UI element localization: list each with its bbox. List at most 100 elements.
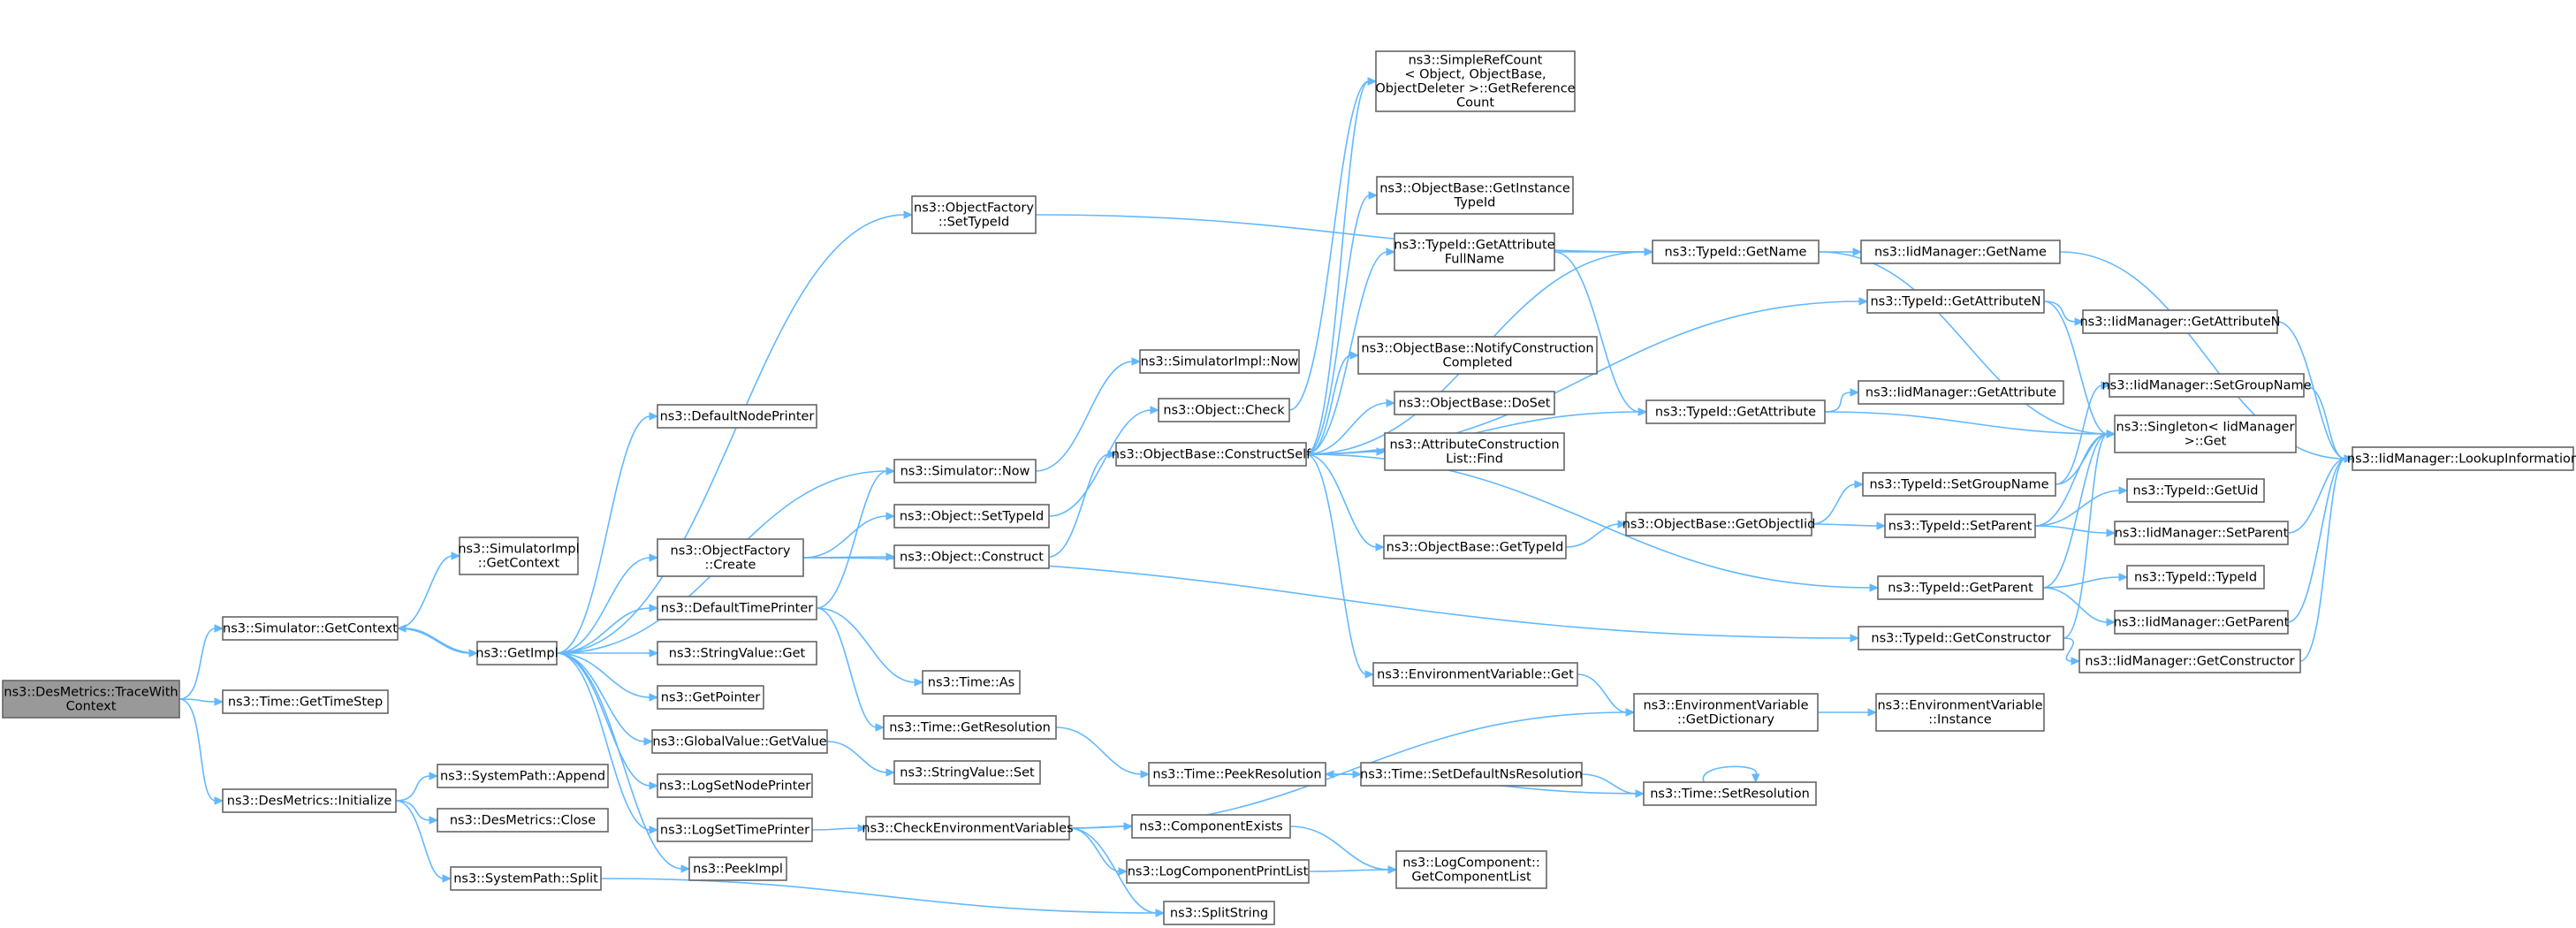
graph-node[interactable]: ns3::TypeId::GetAttribute xyxy=(1645,399,1826,424)
graph-node[interactable]: ns3::TypeId::GetUid xyxy=(2126,478,2265,503)
graph-node[interactable]: ns3::SimulatorImpl::GetContext xyxy=(458,536,580,575)
edge-line xyxy=(1305,80,1370,455)
graph-edge xyxy=(2042,587,2116,627)
graph-node[interactable]: ns3::TypeId::TypeId xyxy=(2126,565,2265,590)
graph-node[interactable]: ns3::TypeId::GetName xyxy=(1652,240,1820,264)
node-label: ns3::IidManager::GetParent xyxy=(2114,616,2290,630)
node-box xyxy=(1131,814,1291,839)
edge-arrowhead xyxy=(1644,247,1654,256)
graph-node[interactable]: ns3::Simulator::Now xyxy=(893,459,1037,483)
graph-edge xyxy=(2034,430,2116,527)
graph-node[interactable]: ns3::Object::Check xyxy=(1158,398,1290,422)
graph-node[interactable]: ns3::Singleton< IidManager >::Get xyxy=(2114,415,2297,453)
graph-node[interactable]: ns3::ObjectBase::ConstructSelf xyxy=(1112,442,1311,467)
graph-node[interactable]: ns3::TypeId::SetParent xyxy=(1884,513,2036,538)
graph-node[interactable]: ns3::Time::SetDefaultNsResolution xyxy=(1360,762,1583,787)
graph-node[interactable]: ns3::CheckEnvironmentVariables xyxy=(862,816,1074,841)
graph-edge xyxy=(811,824,868,833)
graph-node[interactable]: ns3::IidManager::GetAttribute xyxy=(1858,380,2064,405)
node-label: Count xyxy=(1456,96,1494,110)
edge-line xyxy=(1811,483,1857,525)
edge-arrowhead xyxy=(429,816,439,825)
graph-node[interactable]: ns3::DesMetrics::Initialize xyxy=(222,788,397,813)
node-box xyxy=(657,404,817,429)
node-label: ::GetContext xyxy=(478,557,560,571)
graph-node[interactable]: ns3::SystemPath::Append xyxy=(437,764,609,788)
graph-node[interactable]: ns3::DefaultTimePrinter xyxy=(657,596,817,620)
edge-line xyxy=(1305,402,1388,455)
edge-arrowhead xyxy=(1850,634,1860,643)
edge-line xyxy=(1702,765,1758,783)
graph-node[interactable]: ns3::Time::As xyxy=(922,670,1021,695)
graph-node[interactable]: ns3::Time::SetResolution xyxy=(1643,781,1817,806)
edge-arrowhead xyxy=(1876,521,1887,530)
graph-node[interactable]: ns3::EnvironmentVariable::GetDictionary xyxy=(1633,693,1819,732)
edge-arrowhead xyxy=(680,864,691,873)
graph-node[interactable]: ns3::ObjectBase::NotifyConstructionCompl… xyxy=(1357,336,1598,375)
node-box xyxy=(657,538,804,577)
edge-arrowhead xyxy=(1123,822,1134,831)
node-label: ns3::Time::PeekResolution xyxy=(1152,768,1321,782)
graph-node[interactable]: ns3::Time::GetResolution xyxy=(883,715,1057,740)
edge-line xyxy=(1035,361,1134,472)
graph-node[interactable]: ns3::IidManager::SetParent xyxy=(2114,521,2289,545)
graph-node[interactable]: ns3::LogComponent::GetComponentList xyxy=(1395,850,1547,889)
graph-node[interactable]: ns3::ObjectFactory::Create xyxy=(657,538,804,577)
graph-node[interactable]: ns3::SplitString xyxy=(1163,901,1275,925)
edge-line xyxy=(556,652,683,870)
graph-node[interactable]: ns3::ComponentExists xyxy=(1131,814,1291,839)
graph-node[interactable]: ns3::SimpleRefCount< Object, ObjectBase,… xyxy=(1375,50,1576,112)
graph-node[interactable]: ns3::Object::Construct xyxy=(893,544,1050,569)
graph-node[interactable]: ns3::LogSetTimePrinter xyxy=(657,818,813,842)
graph-edge xyxy=(2034,525,2116,537)
graph-node[interactable]: ns3::LogSetNodePrinter xyxy=(657,773,813,798)
node-box xyxy=(1884,513,2036,538)
graph-node[interactable]: ns3::DesMetrics::Close xyxy=(437,808,609,833)
graph-node[interactable]: ns3::GlobalValue::GetValue xyxy=(651,729,828,754)
graph-node[interactable]: ns3::ObjectBase::DoSet xyxy=(1394,391,1555,415)
graph-node[interactable]: ns3::IidManager::GetName xyxy=(1860,240,2061,264)
graph-node[interactable]: ns3::EnvironmentVariable::Get xyxy=(1372,662,1578,687)
graph-node[interactable]: ns3::StringValue::Set xyxy=(893,760,1041,785)
graph-node[interactable]: ns3::GetPointer xyxy=(657,685,764,710)
graph-node[interactable]: ns3::IidManager::SetGroupName xyxy=(2101,373,2312,398)
graph-node[interactable]: ns3::Time::GetTimeStep xyxy=(222,689,389,714)
graph-node[interactable]: ns3::IidManager::LookupInformation xyxy=(2347,446,2576,471)
graph-node[interactable]: ns3::Simulator::GetContext xyxy=(222,616,399,641)
graph-node[interactable]: ns3::LogComponentPrintList xyxy=(1126,859,1310,884)
graph-node[interactable]: ns3::ObjectFactory::SetTypeId xyxy=(911,195,1037,234)
graph-node[interactable]: ns3::IidManager::GetAttributeN xyxy=(2079,309,2281,334)
node-box xyxy=(1862,472,2056,497)
node-box xyxy=(2114,610,2289,635)
graph-node[interactable]: ns3::TypeId::GetAttributeN xyxy=(1866,289,2045,314)
graph-node[interactable]: ns3::DefaultNodePrinter xyxy=(657,404,817,429)
graph-node[interactable]: ns3::EnvironmentVariable::Instance xyxy=(1875,693,2045,732)
graph-node[interactable]: ns3::SimulatorImpl::Now xyxy=(1139,349,1300,374)
edge-line xyxy=(816,607,878,728)
graph-node[interactable]: ns3::IidManager::GetParent xyxy=(2114,610,2290,635)
graph-edge xyxy=(1048,406,1160,517)
graph-node[interactable]: ns3::TypeId::GetParent xyxy=(1877,575,2044,600)
edge-line xyxy=(1305,453,1378,548)
graph-node[interactable]: ns3::TypeId::SetGroupName xyxy=(1862,472,2056,497)
graph-node[interactable]: ns3::TypeId::GetConstructor xyxy=(1858,626,2064,650)
graph-node[interactable]: ns3::ObjectBase::GetObjectIid xyxy=(1622,512,1816,536)
graph-node[interactable]: ns3::Time::PeekResolution xyxy=(1148,762,1326,787)
edge-arrowhead xyxy=(2106,529,2116,537)
node-box xyxy=(1625,512,1812,536)
node-label: ns3::GlobalValue::GetValue xyxy=(652,735,826,749)
graph-node[interactable]: ns3::PeekImpl xyxy=(688,856,787,881)
graph-node[interactable]: ns3::Object::SetTypeId xyxy=(893,504,1050,529)
edge-line xyxy=(397,555,453,629)
graph-node[interactable]: ns3::IidManager::GetConstructor xyxy=(2078,649,2301,673)
edge-arrowhead xyxy=(649,825,659,834)
graph-node[interactable]: ns3::StringValue::Get xyxy=(657,641,817,666)
graph-node[interactable]: ns3::GetImpl xyxy=(475,641,559,666)
graph-node[interactable]: ns3::ObjectBase::GetTypeId xyxy=(1383,535,1567,559)
graph-node[interactable]: ns3::SystemPath::Split xyxy=(450,866,602,891)
node-label: ns3::GetImpl xyxy=(475,647,558,661)
